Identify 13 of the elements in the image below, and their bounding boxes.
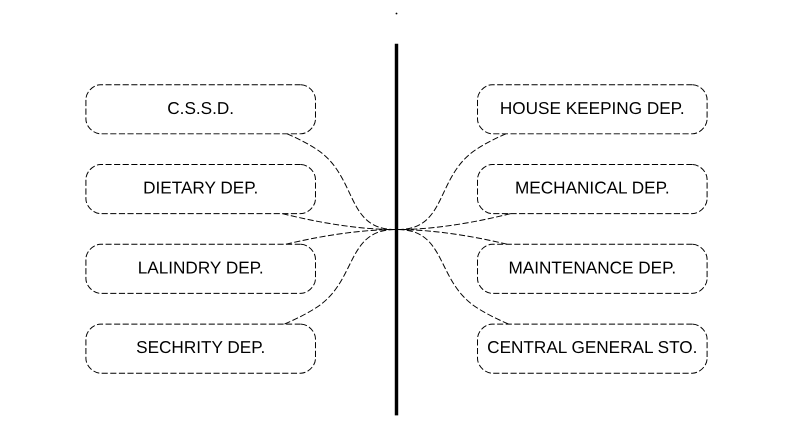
- connector: [396, 229, 508, 324]
- connector: [282, 213, 396, 230]
- connector: [396, 213, 510, 230]
- connector: [284, 229, 396, 324]
- node-box: DIETARY DEP.: [84, 164, 316, 214]
- node-box: C.S.S.D.: [84, 84, 316, 134]
- node-box: HOUSE KEEPING DEP.: [476, 84, 708, 134]
- node-box: CENTRAL GENERAL STO.: [476, 324, 708, 374]
- node-box: MAINTENANCE DEP.: [476, 244, 708, 294]
- node-box: SECHRITY DEP.: [84, 324, 316, 374]
- node-box: MECHANICAL DEP.: [476, 164, 708, 214]
- node-box: LALINDRY DEP.: [84, 244, 316, 294]
- node-bar: [394, 44, 398, 416]
